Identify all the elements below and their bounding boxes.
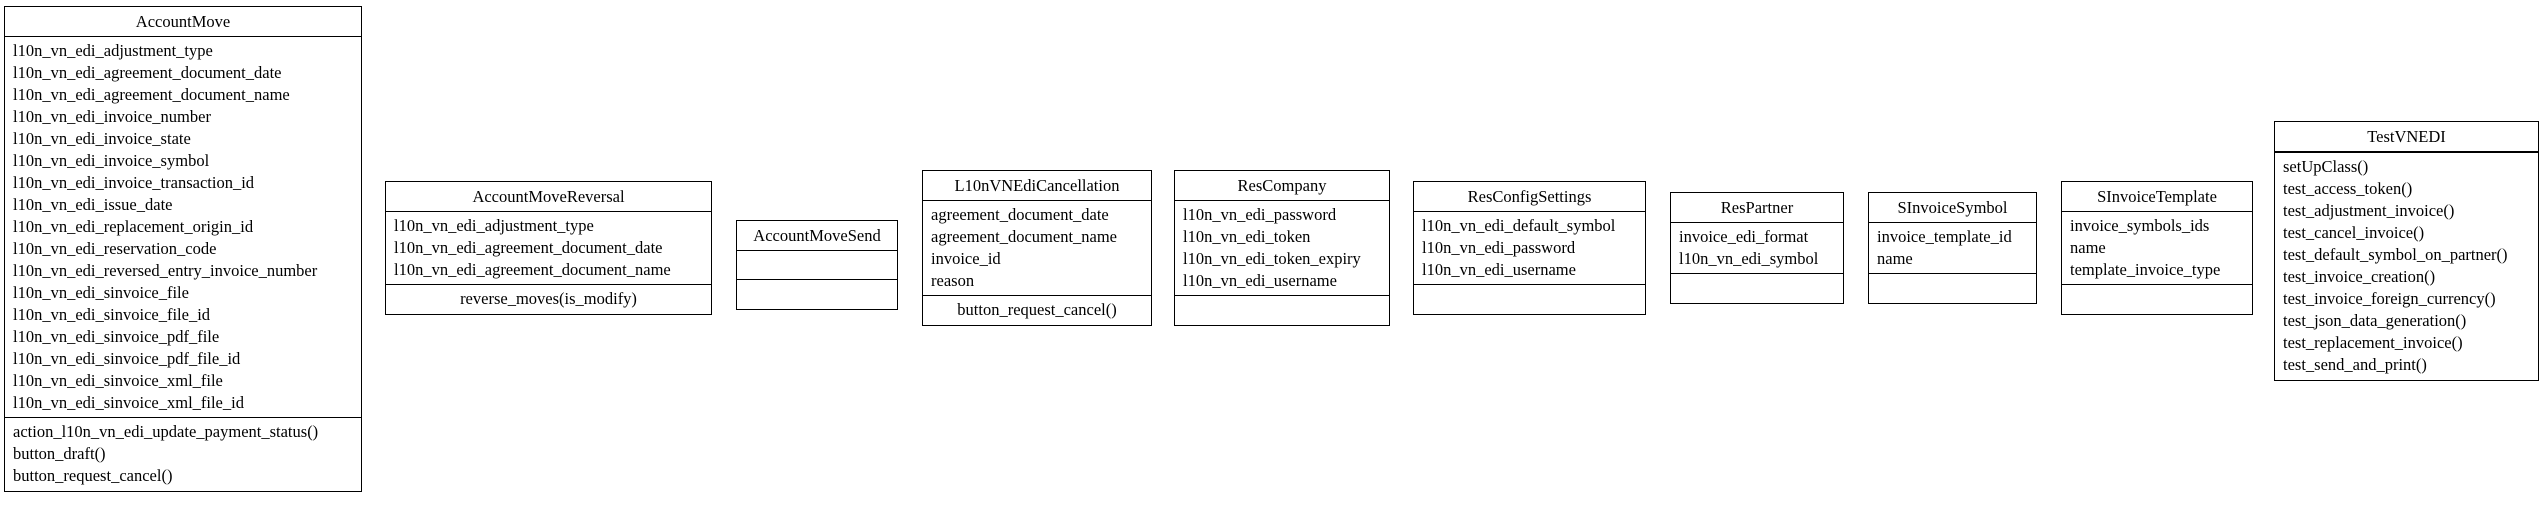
class-res-partner: ResPartner invoice_edi_format l10n_vn_ed… xyxy=(1670,192,1844,304)
attribute: name xyxy=(2070,238,2106,257)
method: test_send_and_print() xyxy=(2283,355,2427,374)
class-methods xyxy=(1869,274,2036,303)
class-name: ResCompany xyxy=(1175,171,1389,201)
attribute: l10n_vn_edi_sinvoice_pdf_file_id xyxy=(13,349,241,368)
method: button_request_cancel() xyxy=(13,466,173,485)
attribute: agreement_document_name xyxy=(931,227,1118,246)
attribute: l10n_vn_edi_invoice_transaction_id xyxy=(13,173,255,192)
class-attributes: invoice_template_id name xyxy=(1869,223,2036,274)
attribute: l10n_vn_edi_sinvoice_xml_file_id xyxy=(13,393,244,412)
class-name: SInvoiceTemplate xyxy=(2062,182,2252,212)
attribute: l10n_vn_edi_adjustment_type xyxy=(394,216,594,235)
class-test-vnedi: TestVNEDI setUpClass() test_access_token… xyxy=(2274,121,2539,381)
class-methods xyxy=(1671,274,1843,303)
class-methods: action_l10n_vn_edi_update_payment_status… xyxy=(5,418,361,491)
class-attributes: l10n_vn_edi_adjustment_type l10n_vn_edi_… xyxy=(386,212,711,285)
method: button_request_cancel() xyxy=(957,300,1117,319)
attribute: l10n_vn_edi_adjustment_type xyxy=(13,41,213,60)
class-res-company: ResCompany l10n_vn_edi_password l10n_vn_… xyxy=(1174,170,1390,326)
attribute: l10n_vn_edi_invoice_state xyxy=(13,129,191,148)
attribute: l10n_vn_edi_token_expiry xyxy=(1183,249,1361,268)
method: test_access_token() xyxy=(2283,179,2413,198)
attribute: l10n_vn_edi_sinvoice_pdf_file xyxy=(13,327,220,346)
attribute: invoice_template_id xyxy=(1877,227,2012,246)
method: test_default_symbol_on_partner() xyxy=(2283,245,2508,264)
attribute: template_invoice_type xyxy=(2070,260,2221,279)
attribute: l10n_vn_edi_reservation_code xyxy=(13,239,217,258)
class-account-move: AccountMove l10n_vn_edi_adjustment_type … xyxy=(4,6,362,492)
class-methods: setUpClass() test_access_token() test_ad… xyxy=(2275,153,2538,380)
attribute: l10n_vn_edi_sinvoice_file xyxy=(13,283,189,302)
class-name: ResConfigSettings xyxy=(1414,182,1645,212)
class-res-config-settings: ResConfigSettings l10n_vn_edi_default_sy… xyxy=(1413,181,1646,315)
attribute: l10n_vn_edi_password xyxy=(1183,205,1337,224)
method: test_adjustment_invoice() xyxy=(2283,201,2455,220)
attribute: l10n_vn_edi_issue_date xyxy=(13,195,173,214)
class-attributes xyxy=(2275,152,2538,153)
method: test_cancel_invoice() xyxy=(2283,223,2425,242)
attribute: agreement_document_date xyxy=(931,205,1109,224)
class-name: AccountMoveReversal xyxy=(386,182,711,212)
attribute: invoice_id xyxy=(931,249,1001,268)
method: reverse_moves(is_modify) xyxy=(460,289,637,308)
attribute: l10n_vn_edi_replacement_origin_id xyxy=(13,217,254,236)
method: button_draft() xyxy=(13,444,106,463)
attribute: l10n_vn_edi_invoice_number xyxy=(13,107,211,126)
attribute: l10n_vn_edi_username xyxy=(1422,260,1576,279)
attribute: l10n_vn_edi_sinvoice_file_id xyxy=(13,305,211,324)
attribute: invoice_edi_format xyxy=(1679,227,1809,246)
class-name: SInvoiceSymbol xyxy=(1869,193,2036,223)
class-account-move-send: AccountMoveSend xyxy=(736,220,898,310)
attribute: l10n_vn_edi_agreement_document_name xyxy=(13,85,290,104)
class-account-move-reversal: AccountMoveReversal l10n_vn_edi_adjustme… xyxy=(385,181,712,315)
class-name: ResPartner xyxy=(1671,193,1843,223)
method: action_l10n_vn_edi_update_payment_status… xyxy=(13,422,319,441)
class-attributes: invoice_edi_format l10n_vn_edi_symbol xyxy=(1671,223,1843,274)
attribute: name xyxy=(1877,249,1913,268)
class-attributes: l10n_vn_edi_adjustment_type l10n_vn_edi_… xyxy=(5,37,361,418)
attribute: l10n_vn_edi_password xyxy=(1422,238,1576,257)
class-attributes: invoice_symbols_ids name template_invoic… xyxy=(2062,212,2252,285)
attribute: l10n_vn_edi_token xyxy=(1183,227,1311,246)
attribute: l10n_vn_edi_agreement_document_date xyxy=(394,238,663,257)
class-name: TestVNEDI xyxy=(2275,122,2538,152)
method: test_invoice_foreign_currency() xyxy=(2283,289,2496,308)
class-sinvoice-symbol: SInvoiceSymbol invoice_template_id name xyxy=(1868,192,2037,304)
attribute: invoice_symbols_ids xyxy=(2070,216,2210,235)
attribute: reason xyxy=(931,271,975,290)
class-methods xyxy=(737,280,897,309)
class-attributes: agreement_document_date agreement_docume… xyxy=(923,201,1151,296)
class-attributes: l10n_vn_edi_password l10n_vn_edi_token l… xyxy=(1175,201,1389,296)
class-attributes xyxy=(737,251,897,280)
class-l10n-vn-edi-cancellation: L10nVNEdiCancellation agreement_document… xyxy=(922,170,1152,326)
class-methods xyxy=(1175,296,1389,325)
attribute: l10n_vn_edi_default_symbol xyxy=(1422,216,1616,235)
class-name: AccountMoveSend xyxy=(737,221,897,251)
attribute: l10n_vn_edi_reversed_entry_invoice_numbe… xyxy=(13,261,318,280)
class-name: L10nVNEdiCancellation xyxy=(923,171,1151,201)
attribute: l10n_vn_edi_username xyxy=(1183,271,1337,290)
attribute: l10n_vn_edi_symbol xyxy=(1679,249,1819,268)
class-attributes: l10n_vn_edi_default_symbol l10n_vn_edi_p… xyxy=(1414,212,1645,285)
attribute: l10n_vn_edi_invoice_symbol xyxy=(13,151,210,170)
class-methods xyxy=(2062,285,2252,314)
method: setUpClass() xyxy=(2283,157,2369,176)
attribute: l10n_vn_edi_agreement_document_name xyxy=(394,260,671,279)
class-sinvoice-template: SInvoiceTemplate invoice_symbols_ids nam… xyxy=(2061,181,2253,315)
class-methods xyxy=(1414,285,1645,314)
method: test_json_data_generation() xyxy=(2283,311,2467,330)
attribute: l10n_vn_edi_sinvoice_xml_file xyxy=(13,371,223,390)
class-name: AccountMove xyxy=(5,7,361,37)
method: test_invoice_creation() xyxy=(2283,267,2436,286)
attribute: l10n_vn_edi_agreement_document_date xyxy=(13,63,282,82)
class-methods: button_request_cancel() xyxy=(923,296,1151,325)
class-methods: reverse_moves(is_modify) xyxy=(386,285,711,314)
method: test_replacement_invoice() xyxy=(2283,333,2463,352)
